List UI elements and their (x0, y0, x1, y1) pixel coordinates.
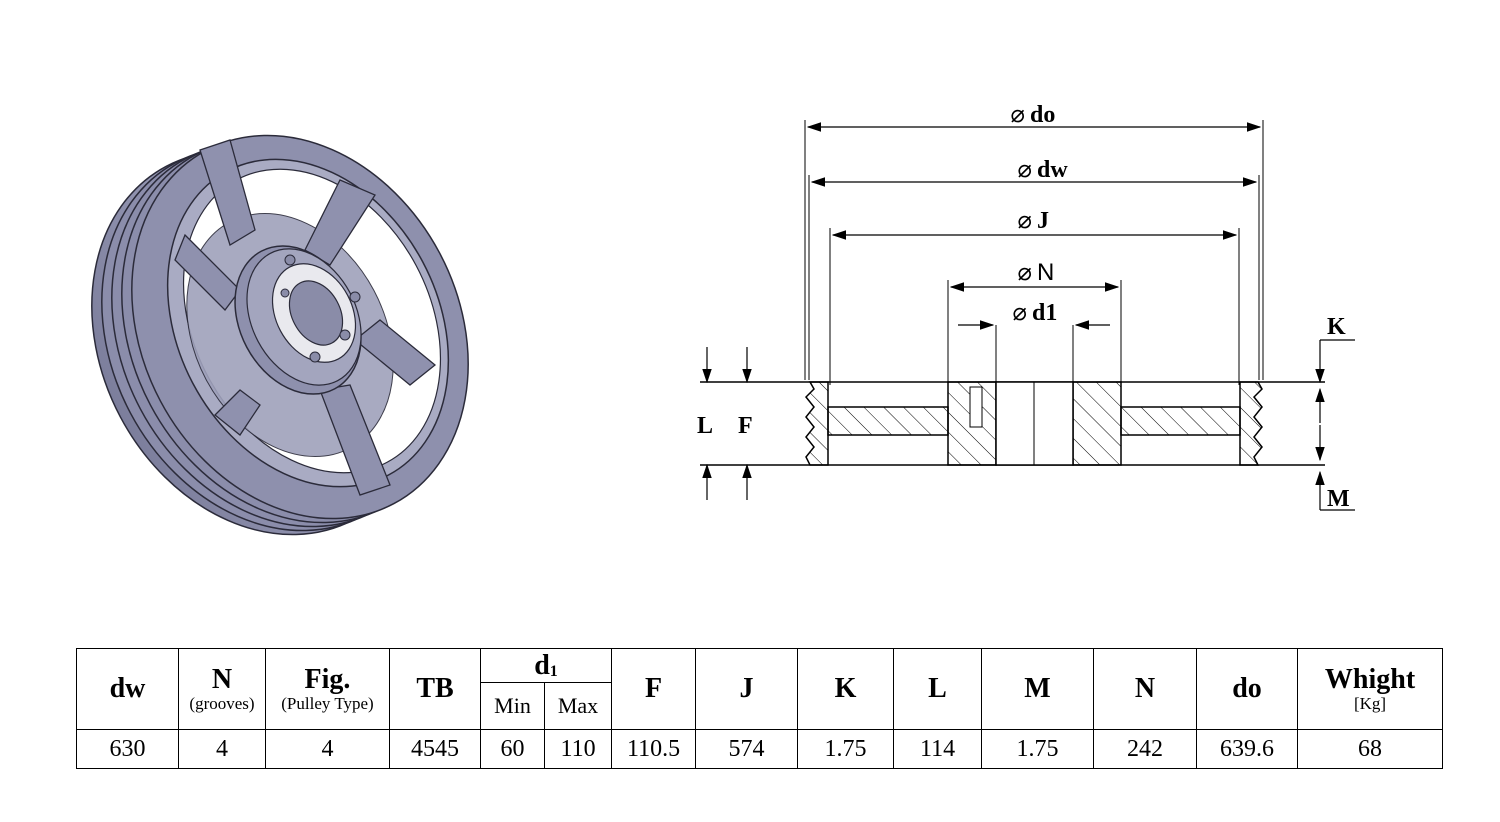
cell-m: 1.75 (981, 729, 1095, 769)
svg-text:N: N (1037, 259, 1054, 286)
cell-d1-max: 110 (543, 729, 613, 769)
pulley-hub (234, 245, 362, 395)
header-d1-min: Min (480, 682, 545, 730)
cell-f: 110.5 (611, 729, 697, 769)
cell-dw: 630 (76, 729, 179, 769)
cell-tb: 4545 (389, 729, 481, 769)
header-d1-max: Max (543, 682, 613, 730)
cell-d1-min: 60 (480, 729, 545, 769)
header-f: F (611, 648, 697, 730)
header-d1: d1 (479, 648, 613, 683)
cell-weight: 68 (1297, 729, 1444, 769)
cell-n2: 242 (1093, 729, 1198, 769)
cell-l: 114 (893, 729, 983, 769)
header-n: N (grooves) (178, 648, 266, 730)
header-n2: N (1093, 648, 1198, 730)
header-tb: TB (389, 648, 481, 730)
cell-j: 574 (695, 729, 799, 769)
dim-label-dw: ⌀ dw (1018, 156, 1069, 183)
dim-label-n: ⌀ N (1018, 259, 1055, 286)
diameter-symbol-do: ⌀ (1011, 101, 1025, 128)
dim-label-d1: ⌀ d1 (1013, 299, 1058, 326)
svg-text:d1: d1 (1032, 300, 1057, 326)
header-l: L (893, 648, 983, 730)
header-dw: dw (76, 648, 179, 730)
spec-table: dw N (grooves) Fig. (Pulley Type) TB d1 … (76, 648, 1444, 769)
cell-do: 639.6 (1196, 729, 1299, 769)
svg-text:⌀: ⌀ (1018, 156, 1032, 183)
header-do: do (1196, 648, 1299, 730)
dim-label-j: ⌀ J (1018, 207, 1049, 234)
svg-text:do: do (1030, 102, 1055, 128)
header-m: M (981, 648, 1095, 730)
cross-section-drawing: ⌀ do ⌀ dw ⌀ J ⌀ N ⌀ d1 (697, 101, 1355, 512)
dim-label-k: K (1327, 314, 1346, 340)
table-subheader-row: Min Max (77, 682, 1443, 730)
cell-n: 4 (178, 729, 266, 769)
cell-k: 1.75 (797, 729, 895, 769)
dim-label-do: ⌀ do (1011, 101, 1056, 128)
table-row: 630 4 4 4545 60 110 110.5 574 1.75 114 1… (76, 729, 1444, 769)
cell-fig: 4 (265, 729, 390, 769)
svg-text:⌀: ⌀ (1018, 207, 1032, 234)
svg-text:⌀: ⌀ (1013, 299, 1027, 326)
table-header-row: dw N (grooves) Fig. (Pulley Type) TB d1 … (76, 648, 1444, 730)
header-weight: Whight [Kg] (1297, 648, 1444, 730)
pulley-3d-illustration (91, 134, 469, 536)
svg-text:dw: dw (1037, 157, 1068, 183)
dim-label-l: L (697, 413, 713, 439)
dim-label-m: M (1327, 486, 1350, 512)
svg-text:⌀: ⌀ (1018, 259, 1032, 286)
dim-label-f: F (738, 413, 753, 439)
pulley-spokes (174, 139, 437, 496)
header-j: J (695, 648, 799, 730)
header-fig: Fig. (Pulley Type) (265, 648, 390, 730)
svg-text:J: J (1037, 208, 1049, 234)
header-k: K (797, 648, 895, 730)
pulley-section (804, 381, 1263, 466)
